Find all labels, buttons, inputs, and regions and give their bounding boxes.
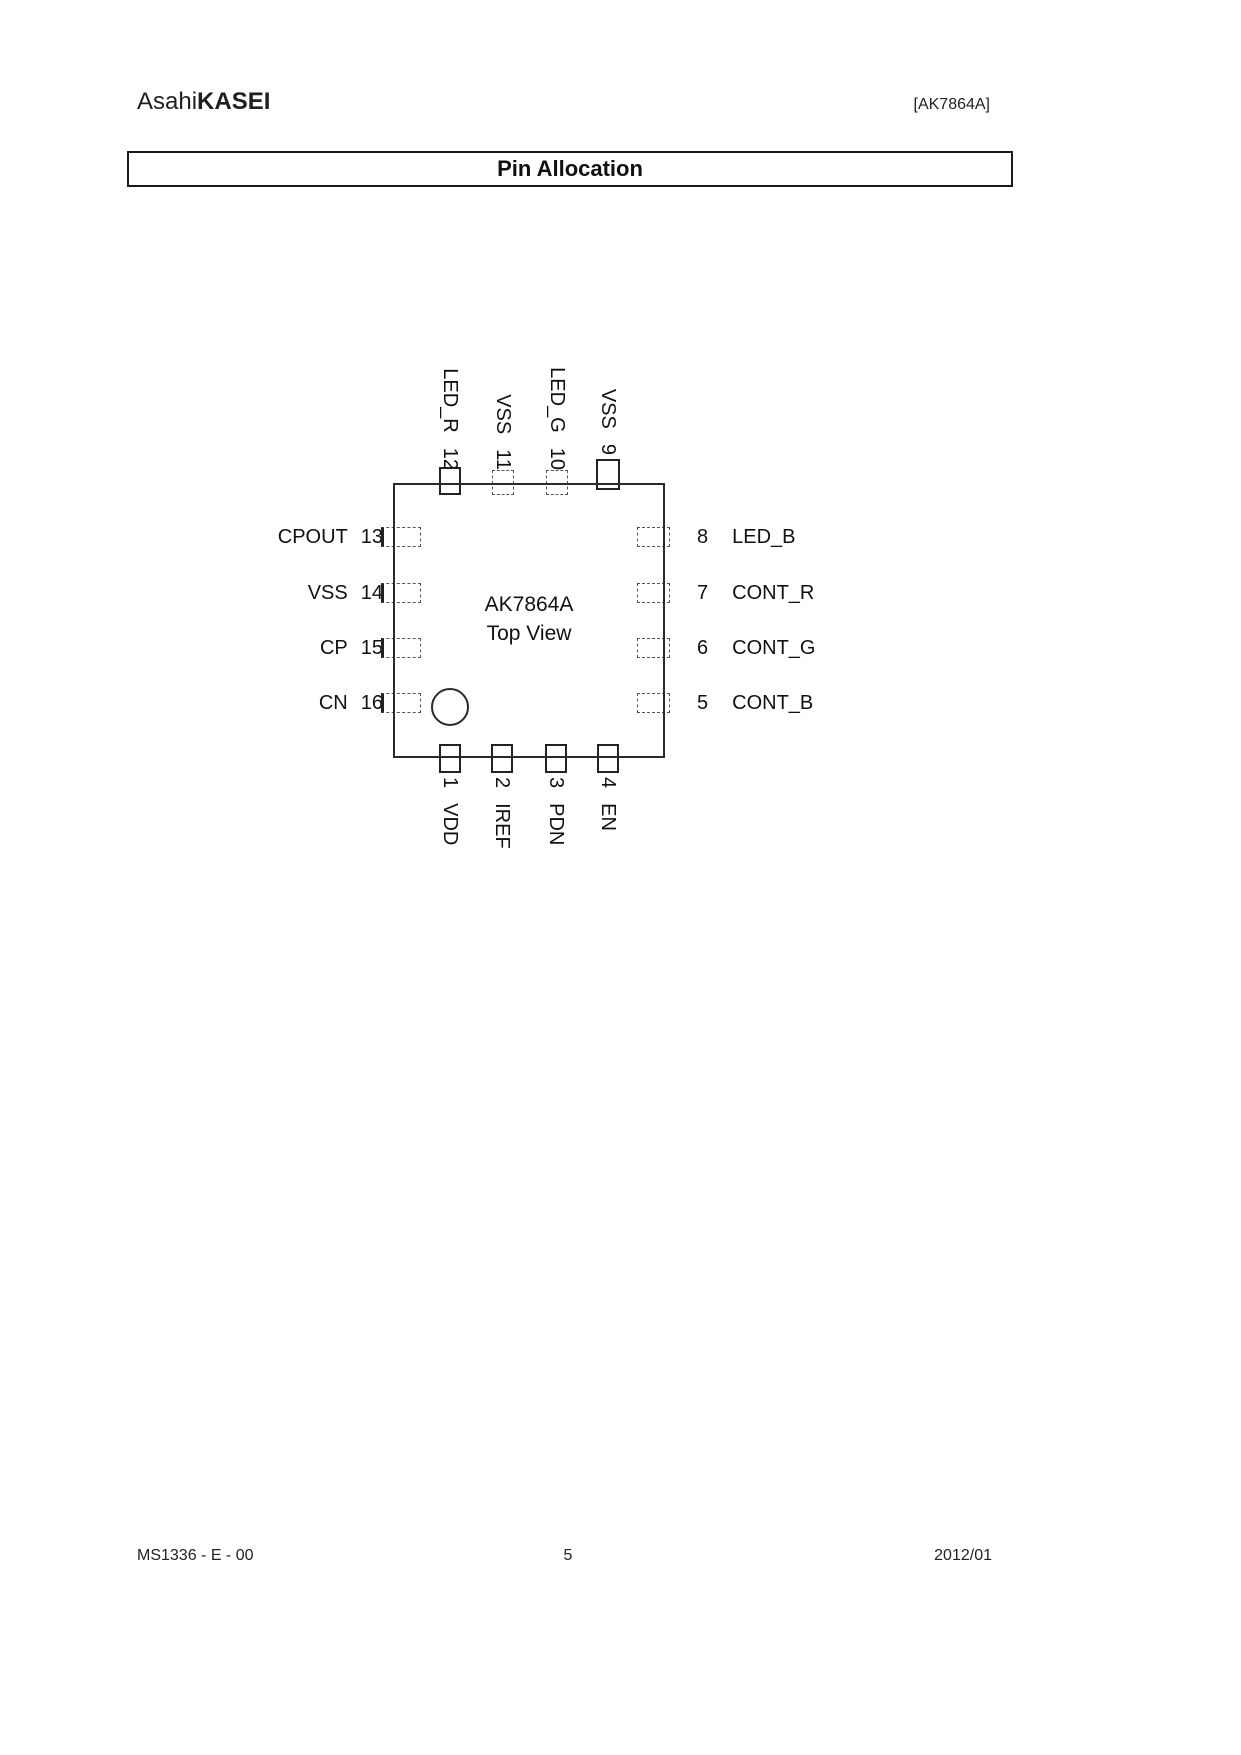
pin-label-bottom-3: 3PDN xyxy=(545,777,567,845)
pin-pad-12 xyxy=(439,467,461,495)
pin-label-top-11: VSS 11 xyxy=(492,394,514,470)
pin-pad-15 xyxy=(381,638,421,658)
pin-name: LED_G xyxy=(546,367,568,433)
pin-name: IREF xyxy=(491,803,513,849)
footer-date: 2012/01 xyxy=(934,1547,992,1564)
pin-name: VSS xyxy=(492,394,514,435)
pin-number: 4 xyxy=(597,777,619,789)
pin-number: 7 xyxy=(697,582,709,604)
pin-name: EN xyxy=(597,803,619,831)
pin-label-right-7: 7 CONT_R xyxy=(697,581,814,605)
pin-pad-16 xyxy=(381,693,421,713)
pin-pad-4 xyxy=(597,744,619,773)
chip-name: AK7864A xyxy=(484,593,574,616)
pin-label-left-13: CPOUT 13 xyxy=(278,525,383,549)
pin-number: 14 xyxy=(360,582,383,604)
chip-package-outline: AK7864A Top View xyxy=(393,483,665,758)
pin-label-left-16: CN 16 xyxy=(319,691,383,715)
pin-number: 3 xyxy=(545,777,567,789)
pin-pad-14 xyxy=(381,583,421,603)
pin-number: 9 xyxy=(597,443,619,455)
pin1-indicator-circle xyxy=(431,688,469,726)
pin-name: CONT_R xyxy=(732,582,815,604)
chip-view-label: Top View xyxy=(486,622,572,645)
pin-pad-11 xyxy=(492,470,514,495)
pin-label-bottom-1: 1VDD xyxy=(439,777,461,845)
pin-name: CP xyxy=(319,637,348,659)
pin-number: 8 xyxy=(697,526,709,548)
document-part-reference: [AK7864A] xyxy=(913,96,991,113)
pin-pad-13 xyxy=(381,527,421,547)
pin-pad-3 xyxy=(545,744,567,773)
pin-name: PDN xyxy=(545,803,567,846)
pin-number: 1 xyxy=(439,777,461,789)
footer-page-number: 5 xyxy=(563,1547,573,1564)
pin-pad-5 xyxy=(637,693,670,713)
pin-name: VSS xyxy=(307,582,348,604)
pin-label-right-8: 8 LED_B xyxy=(697,525,796,549)
pin-number: 13 xyxy=(360,526,383,548)
pin-label-bottom-2: 2IREF xyxy=(491,777,513,849)
pin-number: 15 xyxy=(360,637,383,659)
pin-number: 11 xyxy=(492,449,514,470)
pin-label-top-9: VSS 9 xyxy=(597,389,619,455)
asahi-kasei-logo: AsahiKASEI xyxy=(137,88,270,116)
pin-label-top-12: LED_R12 xyxy=(439,368,461,470)
pin-name: CPOUT xyxy=(277,526,348,548)
pin-label-bottom-4: 4EN xyxy=(597,777,619,831)
logo-asahi: Asahi xyxy=(137,88,198,115)
pin-name: LED_B xyxy=(732,526,796,548)
pin-name: CN xyxy=(318,692,348,714)
pin-label-right-6: 6 CONT_G xyxy=(697,636,815,660)
pin-number: 6 xyxy=(697,637,709,659)
pin-number: 16 xyxy=(360,692,383,714)
pin-name: LED_R xyxy=(439,368,461,433)
pin-pad-2 xyxy=(491,744,513,773)
pin-pad-7 xyxy=(637,583,670,603)
pin-number: 10 xyxy=(546,447,568,470)
pin-pad-8 xyxy=(637,527,670,547)
pin-name: VDD xyxy=(439,803,461,846)
pin-pad-9 xyxy=(596,459,620,490)
pin-name: CONT_G xyxy=(732,637,816,659)
section-title-box: Pin Allocation xyxy=(127,151,1013,187)
pin-label-top-10: LED_G 10 xyxy=(546,367,568,470)
logo-kasei: KASEI xyxy=(197,88,271,115)
footer-document-number: MS1336 - E - 00 xyxy=(137,1547,254,1564)
pin-label-left-14: VSS 14 xyxy=(308,581,383,605)
pin-pad-1 xyxy=(439,744,461,773)
pin-number: 5 xyxy=(697,692,709,714)
pin-label-right-5: 5 CONT_B xyxy=(697,691,813,715)
pin-pad-6 xyxy=(637,638,670,658)
pin-label-left-15: CP 15 xyxy=(320,636,383,660)
pin-number: 2 xyxy=(491,777,513,789)
pin-name: CONT_B xyxy=(732,692,814,714)
pin-pad-10 xyxy=(546,470,568,495)
section-title: Pin Allocation xyxy=(497,156,643,181)
pin-name: VSS xyxy=(597,388,619,429)
chip-center-text: AK7864A Top View xyxy=(395,590,663,648)
